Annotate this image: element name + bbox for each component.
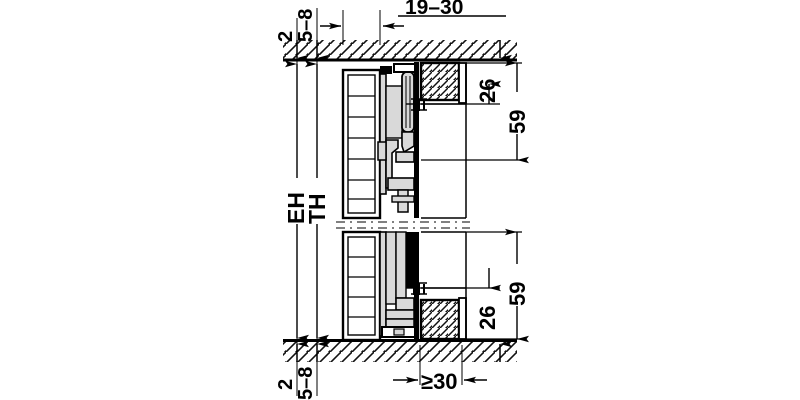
screw-upper <box>406 98 500 111</box>
carriage-upper <box>377 62 419 218</box>
label-eh: EH <box>283 192 309 224</box>
ceiling-leader-arrows <box>296 40 512 62</box>
dimension-eh: EH <box>283 60 309 342</box>
wood-block-upper <box>419 61 467 104</box>
dimension-bottom-30: ≥30 <box>393 369 487 394</box>
label-bottom-5-8: 5–8 <box>295 367 317 400</box>
screw-lower <box>406 282 500 295</box>
label-top-5-8: 5–8 <box>295 9 317 42</box>
label-bottom-2: 2 <box>275 379 297 390</box>
floor-slab <box>283 339 517 362</box>
ceiling-slab <box>283 40 517 62</box>
upper-assembly <box>341 61 500 220</box>
label-upper-59: 59 <box>505 110 530 134</box>
dimension-lower-59: 59 <box>466 228 530 343</box>
lower-assembly <box>341 230 500 342</box>
carriage-lower <box>379 231 419 340</box>
label-lower-59: 59 <box>505 282 530 306</box>
label-th: TH <box>304 193 330 224</box>
wood-block-lower <box>419 297 467 341</box>
label-bottom-30: ≥30 <box>421 369 458 394</box>
door-panel-lower <box>341 230 382 342</box>
floor-leader-arrows <box>296 340 512 362</box>
label-lower-26: 26 <box>475 306 500 330</box>
door-panel-upper <box>341 68 382 220</box>
dimension-th: TH <box>304 60 330 342</box>
label-upper-26: 26 <box>475 79 500 103</box>
dimension-upper-59: 59 <box>466 59 530 164</box>
section-break <box>336 221 470 229</box>
label-top-2: 2 <box>275 31 297 42</box>
label-19-30: 19–30 <box>405 0 463 19</box>
dimension-lower-26: 26 <box>475 268 501 330</box>
dimension-upper-26: 26 <box>475 79 501 104</box>
dimension-top-19-30: 19–30 <box>383 0 506 30</box>
